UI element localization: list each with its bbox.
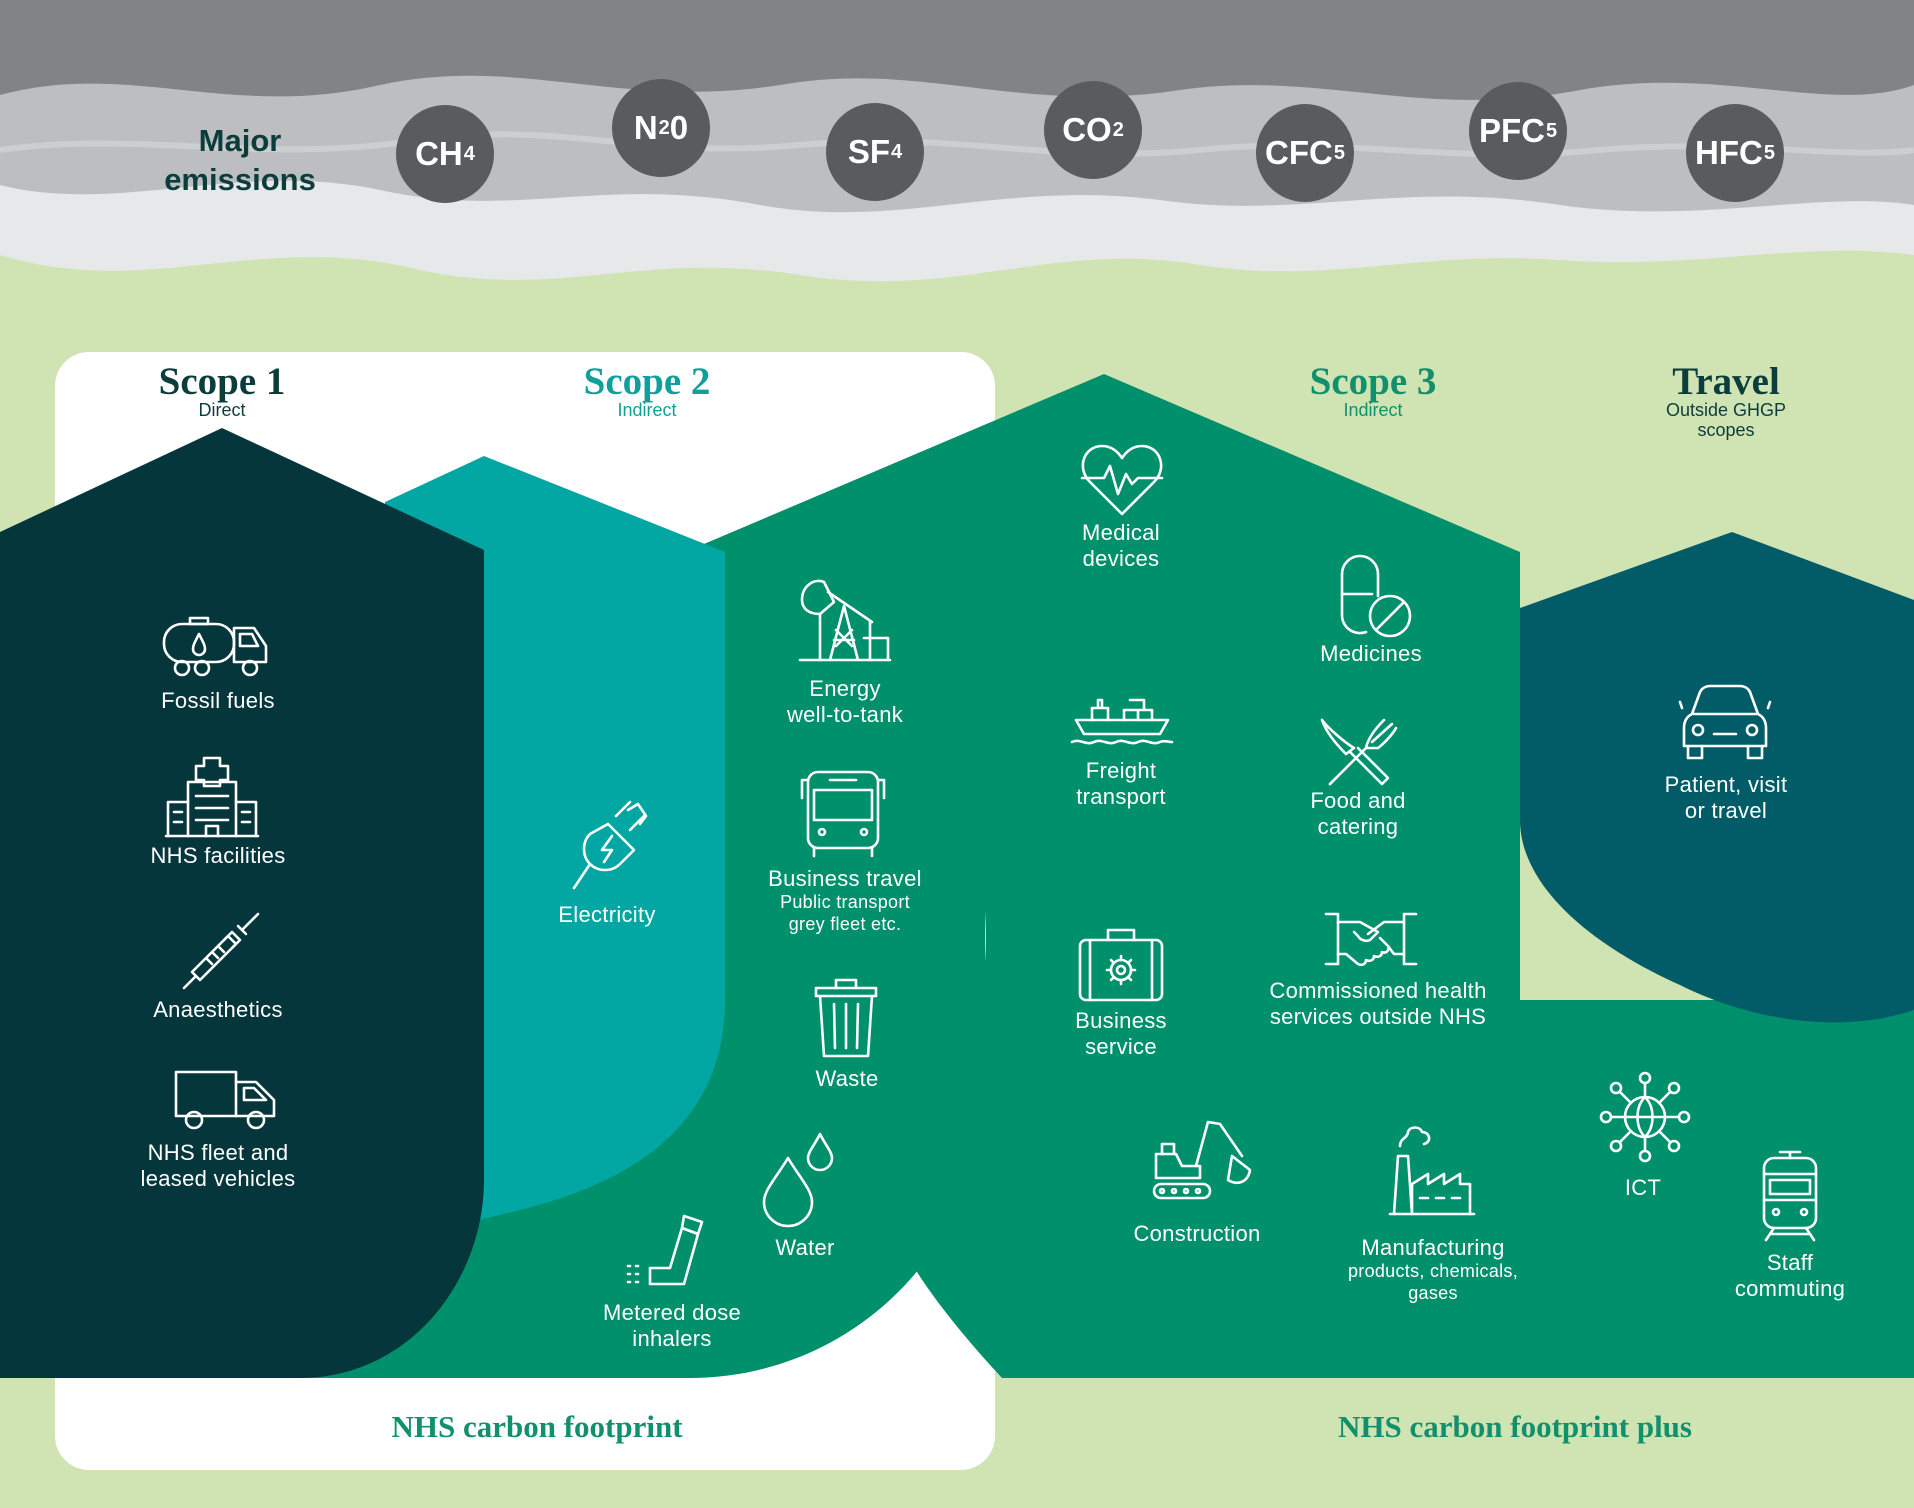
inhaler-icon (622, 1214, 706, 1286)
pill-icon (1340, 554, 1412, 640)
business-travel-label: Business travel Public transport grey fl… (768, 866, 922, 934)
cloud-layer-dark (0, 0, 1914, 100)
oil-pump-icon (798, 576, 892, 662)
construction-label: Construction (1133, 1221, 1261, 1246)
anaesthetics-label: Anaesthetics (153, 997, 283, 1022)
water-label: Water (775, 1235, 835, 1260)
network-globe-icon (1599, 1071, 1691, 1163)
factory-icon (1388, 1124, 1476, 1216)
travel-shape (1520, 532, 1914, 1023)
water-drops-icon (762, 1132, 834, 1228)
medicines-label: Medicines (1320, 641, 1422, 666)
nhs-carbon-footprint-plus-label: NHS carbon footprint plus (1338, 1409, 1692, 1444)
excavator-icon (1152, 1120, 1252, 1212)
scope1-header: Scope 1 Direct (158, 360, 286, 420)
cargo-ship-icon (1070, 694, 1174, 746)
scope3-header: Scope 3 Indirect (1309, 360, 1437, 420)
cloud-wisp (0, 131, 1914, 158)
train-icon (1762, 1150, 1818, 1242)
cutlery-icon (1320, 718, 1398, 786)
hospital-icon (164, 756, 260, 838)
scope2-header: Scope 2 Indirect (583, 360, 711, 420)
waste-bin-icon (814, 978, 878, 1058)
travel-header: Travel Outside GHGP scopes (1665, 360, 1787, 440)
scope1-shape (0, 428, 484, 1378)
car-icon (1678, 684, 1772, 760)
van-icon (174, 1070, 278, 1130)
major-emissions-label: Major emissions (164, 123, 316, 197)
electric-plug-icon (572, 800, 654, 890)
toolbox-gear-icon (1078, 926, 1164, 1002)
bus-icon (800, 770, 886, 858)
fuel-truck-icon (162, 614, 268, 678)
nhs-carbon-footprint-label: NHS carbon footprint (391, 1409, 683, 1444)
ict-label: ICT (1624, 1175, 1662, 1200)
waste-label: Waste (815, 1066, 879, 1091)
heart-monitor-icon (1080, 444, 1164, 516)
syringe-icon (182, 912, 260, 990)
fossil-fuels-label: Fossil fuels (161, 688, 275, 713)
handshake-icon (1324, 910, 1418, 968)
electricity-label: Electricity (558, 902, 656, 927)
nhs-facilities-label: NHS facilities (150, 843, 286, 868)
manufacturing-label: Manufacturing products, chemicals, gases (1347, 1235, 1519, 1303)
